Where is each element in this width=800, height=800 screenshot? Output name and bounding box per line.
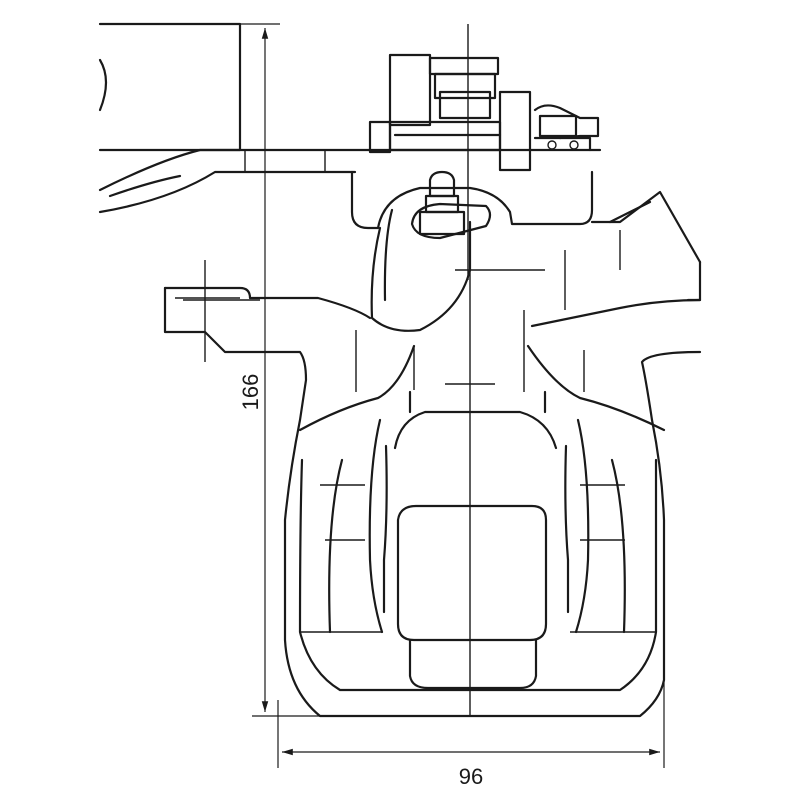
width-dimension [277, 680, 665, 768]
height-dimension [100, 23, 320, 717]
width-dimension-label: 96 [459, 764, 483, 789]
bleed-screw [410, 170, 492, 240]
parking-brake-mechanism [368, 53, 600, 172]
height-dimension-label: 166 [238, 374, 263, 411]
mounting-bracket [98, 22, 602, 214]
caliper-body [163, 170, 702, 718]
